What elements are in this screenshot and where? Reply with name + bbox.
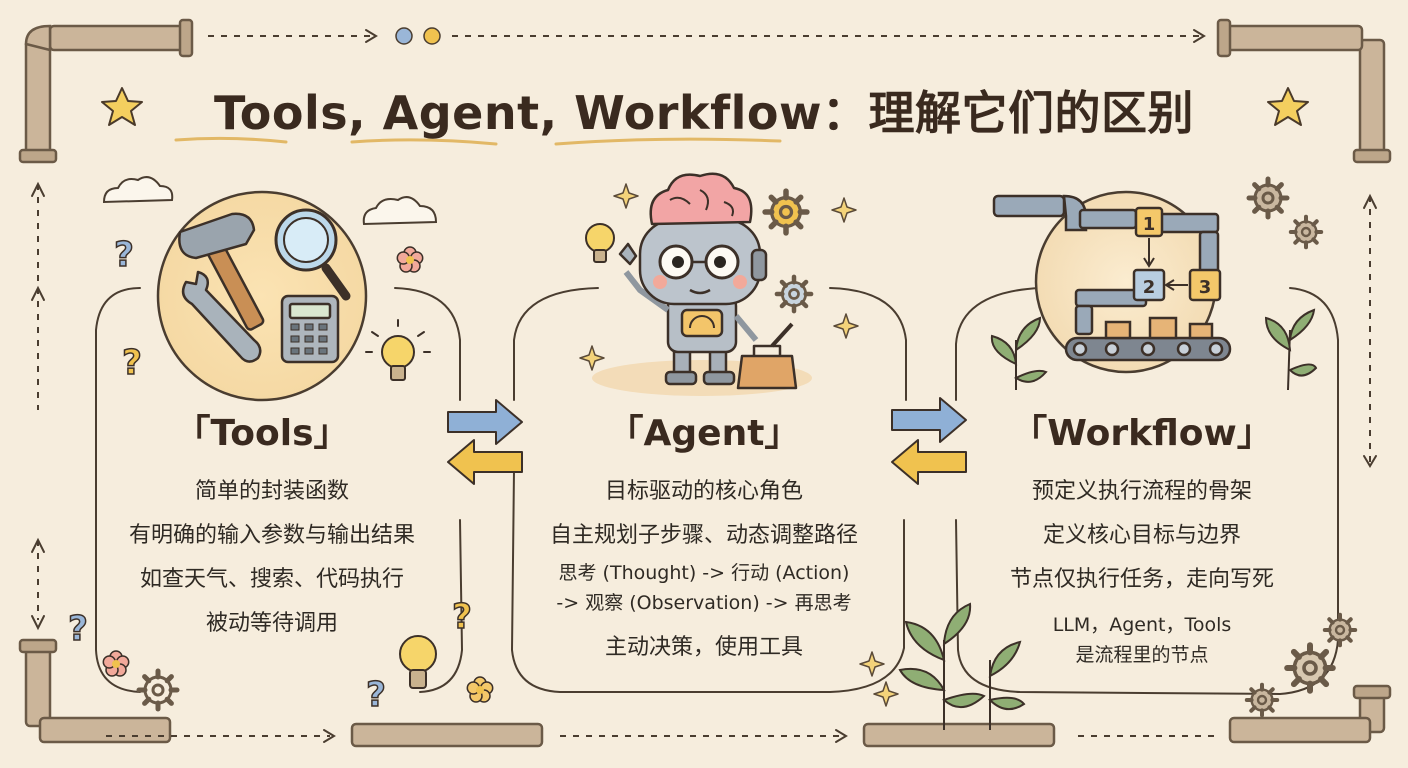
agent-line-3: 思考 (Thought) -> 行动 (Action)	[558, 562, 850, 584]
conveyor-icon	[1064, 316, 1232, 362]
lightbulb-icon	[585, 223, 615, 263]
workflow-line-2: 定义核心目标与边界	[1042, 523, 1241, 548]
agent-description: 目标驱动的核心角色 自主规划子步骤、动态调整路径 思考 (Thought) ->…	[514, 470, 894, 670]
tools-line-4: 被动等待调用	[205, 611, 338, 636]
plant-icon	[898, 308, 1318, 730]
agent-line-4: -> 观察 (Observation) -> 再思考	[556, 592, 852, 614]
pipe-frame	[18, 18, 1392, 748]
lightbulb-icon	[365, 319, 437, 689]
agent-line-2: 自主规划子步骤、动态调整路径	[549, 523, 858, 548]
tools-line-2: 有明确的输入参数与输出结果	[128, 523, 415, 548]
arrow-tools-to-agent	[447, 399, 523, 485]
gear-icon	[765, 191, 811, 311]
agent-line-5: 主动决策，使用工具	[604, 635, 803, 660]
workflow-line-5: 是流程里的节点	[1075, 644, 1209, 666]
workflow-description: 预定义执行流程的骨架 定义核心目标与边界 节点仅执行任务，走向写死 LLM，Ag…	[952, 470, 1332, 670]
robot-icon	[618, 172, 768, 386]
gear-icon	[139, 671, 177, 709]
gear-icon	[1247, 179, 1355, 715]
hammer-icon	[178, 212, 265, 331]
workflow-line-4: LLM，Agent，Tools	[1052, 614, 1232, 636]
workflow-step-boxes	[1132, 206, 1222, 302]
tools-description: 简单的封装函数 有明确的输入参数与输出结果 如查天气、搜索、代码执行 被动等待调…	[82, 470, 462, 646]
cloud-icon	[102, 176, 438, 226]
agent-line-1: 目标驱动的核心角色	[604, 479, 803, 504]
dashed-flow-lines	[37, 35, 1371, 737]
star-icon	[101, 87, 1309, 126]
tools-line-3: 如查天气、搜索、代码执行	[139, 567, 404, 592]
workflow-line-1: 预定义执行流程的骨架	[1031, 479, 1252, 504]
magnifier-icon	[274, 208, 351, 301]
arrow-agent-to-workflow	[891, 397, 967, 485]
calculator-icon	[280, 294, 340, 364]
toolbox-icon	[736, 322, 798, 390]
tools-heading: 「Tools」	[174, 413, 350, 454]
workflow-line-3: 节点仅执行任务，走向写死	[1009, 567, 1274, 592]
page-title: Tools, Agent, Workflow：理解它们的区别	[214, 86, 1194, 140]
workflow-heading: 「Workflow」	[1011, 413, 1273, 454]
tools-line-1: 简单的封装函数	[194, 479, 349, 504]
wrench-icon	[181, 270, 262, 363]
agent-heading: 「Agent」	[607, 413, 801, 454]
